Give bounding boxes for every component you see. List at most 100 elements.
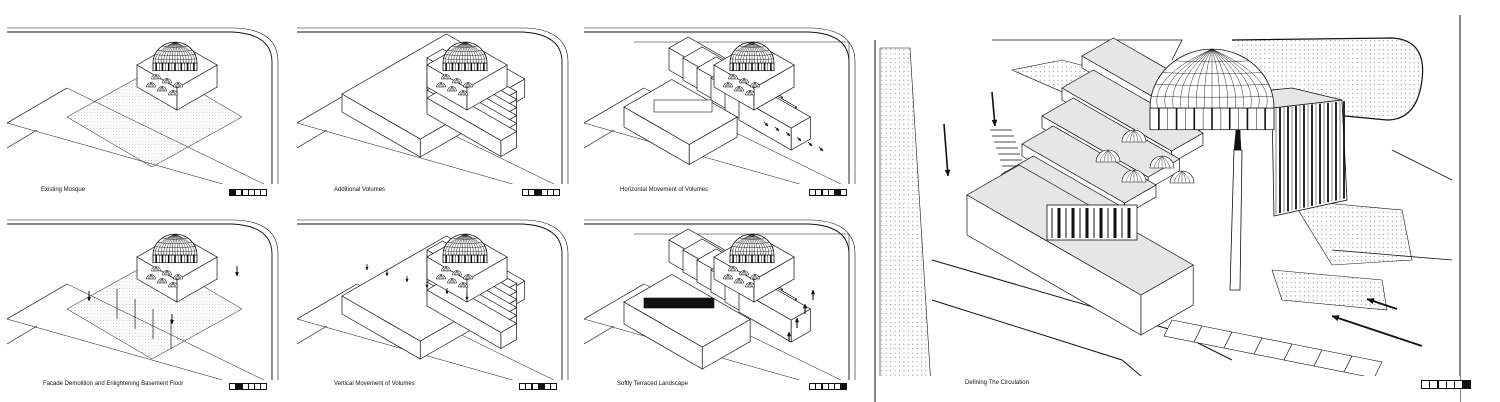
dome-rib xyxy=(464,233,483,256)
small-dome-rib xyxy=(727,274,732,280)
left-dotted-ground xyxy=(879,47,933,402)
small-dome-rib xyxy=(451,278,456,284)
small-dome-rib xyxy=(171,282,174,288)
dome-rib xyxy=(174,233,187,256)
small-dome-rib xyxy=(751,274,756,280)
dome-rib xyxy=(160,41,176,64)
small-dome-rib xyxy=(731,266,734,272)
sequence-indicator xyxy=(229,383,268,390)
dome-rib xyxy=(464,233,471,256)
dome-rib xyxy=(748,42,753,64)
circulation-arrow-head xyxy=(944,169,951,177)
dome-rib xyxy=(464,233,474,256)
site-boundary-road-outer xyxy=(7,219,279,394)
small-dome-rib xyxy=(150,274,155,280)
sequence-indicator xyxy=(522,189,561,196)
diagram-drawing xyxy=(297,27,582,198)
dome-rib xyxy=(160,233,176,256)
small-dome-rib xyxy=(459,282,464,288)
small-dome-rib xyxy=(442,266,447,272)
dome-rib xyxy=(751,41,761,64)
dome-ring xyxy=(443,58,487,61)
diagram-drawing xyxy=(7,219,292,394)
dome-rib xyxy=(751,41,764,64)
dome-rib xyxy=(464,41,474,64)
small-dome-rib xyxy=(455,270,458,276)
small-dome-rib xyxy=(442,74,447,80)
dome-rib xyxy=(1203,49,1213,109)
small-dome-rib xyxy=(737,86,740,92)
panel-caption: Facade Demolition and Enlightening Basem… xyxy=(43,381,184,387)
dome-rib xyxy=(163,41,176,64)
dome-ring xyxy=(1151,95,1273,98)
arrow-down-head xyxy=(170,320,174,325)
dome-rib xyxy=(1211,49,1221,109)
small-dome-rib xyxy=(445,74,450,80)
main-dome xyxy=(729,233,775,264)
dome-rib xyxy=(1196,48,1213,109)
main-dome xyxy=(442,41,488,72)
movement-arrow-head xyxy=(808,142,813,147)
dome-ring xyxy=(444,54,486,56)
small-dome-rib xyxy=(166,270,171,276)
site-boundary-road xyxy=(297,31,563,198)
dome-rib xyxy=(464,233,477,256)
dome-rib xyxy=(734,233,753,256)
dome-ring xyxy=(447,242,483,244)
small-dome-rib xyxy=(1129,169,1135,183)
dome-rib xyxy=(1156,48,1213,109)
caption-strip xyxy=(876,376,1460,402)
small-dome-rib xyxy=(464,82,469,88)
dome-rib xyxy=(174,41,181,64)
dome-rib xyxy=(751,233,761,256)
dome-rib xyxy=(740,41,753,64)
dome-rib xyxy=(1164,48,1213,109)
dome-ring xyxy=(153,58,197,61)
dome-ring xyxy=(451,46,479,48)
terrace-volume-top-face xyxy=(1021,125,1157,204)
dome-rib xyxy=(456,41,466,64)
dome-rib xyxy=(1211,48,1236,109)
caption-strip xyxy=(584,380,869,394)
small-dome-rib xyxy=(746,90,751,96)
small-dome-rib xyxy=(160,278,163,284)
small-dome-rib xyxy=(724,274,729,280)
arrow-up-head xyxy=(786,331,792,337)
caption-strip xyxy=(584,184,869,198)
sequence-indicator xyxy=(809,383,848,390)
ground-line xyxy=(7,325,38,345)
movement-arrow-head xyxy=(786,132,791,137)
small-dome-rib xyxy=(450,86,453,92)
dome-ring xyxy=(161,46,189,48)
dome-rib xyxy=(174,233,181,256)
small-dome-rib xyxy=(174,82,179,88)
site-boundary-road-outer xyxy=(584,27,856,198)
small-dome-rib xyxy=(453,270,458,276)
sequence-step xyxy=(840,383,848,390)
small-dome-rib xyxy=(149,82,152,88)
dome-rib xyxy=(464,233,480,256)
dome-rib xyxy=(464,234,469,256)
main-dome xyxy=(152,233,198,264)
dome-ring xyxy=(734,50,770,52)
dome-rib xyxy=(1211,48,1268,109)
small-dome-rib xyxy=(163,78,168,84)
small-dome-rib xyxy=(165,78,168,84)
small-dome-rib xyxy=(749,90,754,96)
dome-rib xyxy=(743,233,753,256)
small-dome-rib xyxy=(160,86,163,92)
main-caption: Defining The Circulation xyxy=(965,380,1029,386)
arrow-up-head xyxy=(810,289,816,295)
dome-rib xyxy=(459,41,466,64)
dome-rib xyxy=(743,41,753,64)
small-dome-rib xyxy=(466,274,469,280)
vertical-arrow-head xyxy=(465,296,469,301)
dome-rib xyxy=(1180,48,1213,109)
dome-rib xyxy=(171,42,176,64)
hatched-edge xyxy=(634,41,850,172)
site-boundary-road-outer xyxy=(297,27,569,198)
small-dome-rib xyxy=(154,74,157,80)
small-dome-rib xyxy=(461,90,464,96)
small-dome-rib xyxy=(1173,170,1183,184)
dome-rib xyxy=(461,42,466,64)
